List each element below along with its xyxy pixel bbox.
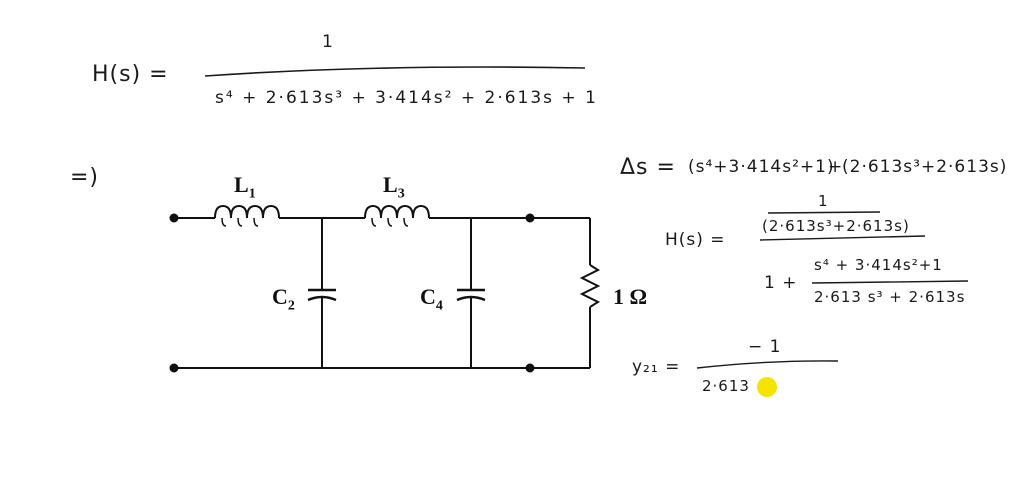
label-c4: C4	[420, 284, 443, 314]
label-l3: L3	[383, 172, 405, 202]
y21-denominator: 2·613	[702, 377, 750, 395]
h-lhs: H(s) =	[92, 62, 169, 87]
h2-one-plus: 1 +	[764, 273, 798, 293]
h2-inner-bar	[811, 280, 969, 284]
h2-inner-den: (2·613s³+2·613s)	[762, 217, 910, 235]
node-top-right	[525, 213, 535, 223]
label-c2: C2	[272, 284, 295, 314]
delta-plus: +	[828, 157, 844, 177]
label-l1: L1	[234, 172, 256, 202]
h-fraction-bar	[204, 66, 586, 77]
delta-term1: (s⁴+3·414s²+1)	[688, 157, 835, 177]
h2-frac-num: s⁴ + 3·414s²+1	[814, 256, 943, 274]
delta-term2: (2·613s³+2·613s)	[842, 157, 1008, 177]
h-denominator: s⁴ + 2·613s³ + 3·414s² + 2·613s + 1	[215, 88, 598, 108]
capacitor-c4-plate-bottom	[456, 295, 486, 302]
h2-numerator: 1	[818, 192, 829, 210]
h2-frac-den: 2·613 s³ + 2·613s	[814, 288, 966, 306]
h2-small-bar	[767, 211, 881, 214]
node-bottom-right	[525, 363, 535, 373]
y21-numerator: − 1	[748, 337, 782, 357]
label-r: 1 Ω	[613, 284, 648, 309]
inductor-l1	[214, 204, 280, 219]
resistor-1ohm	[579, 264, 601, 308]
circuit-diagram	[169, 204, 601, 373]
y21-bar	[696, 360, 839, 369]
h2-lhs: H(s) =	[665, 230, 726, 250]
y21-lhs: y₂₁ =	[632, 357, 681, 377]
inductor-l3	[364, 204, 430, 219]
pen-cursor-dot	[757, 377, 777, 397]
h-numerator: 1	[322, 32, 334, 52]
implies-sign: =)	[70, 165, 100, 190]
h2-main-bar	[759, 235, 926, 241]
delta-lhs: Δs =	[620, 155, 676, 180]
capacitor-c2-plate-bottom	[307, 295, 337, 302]
